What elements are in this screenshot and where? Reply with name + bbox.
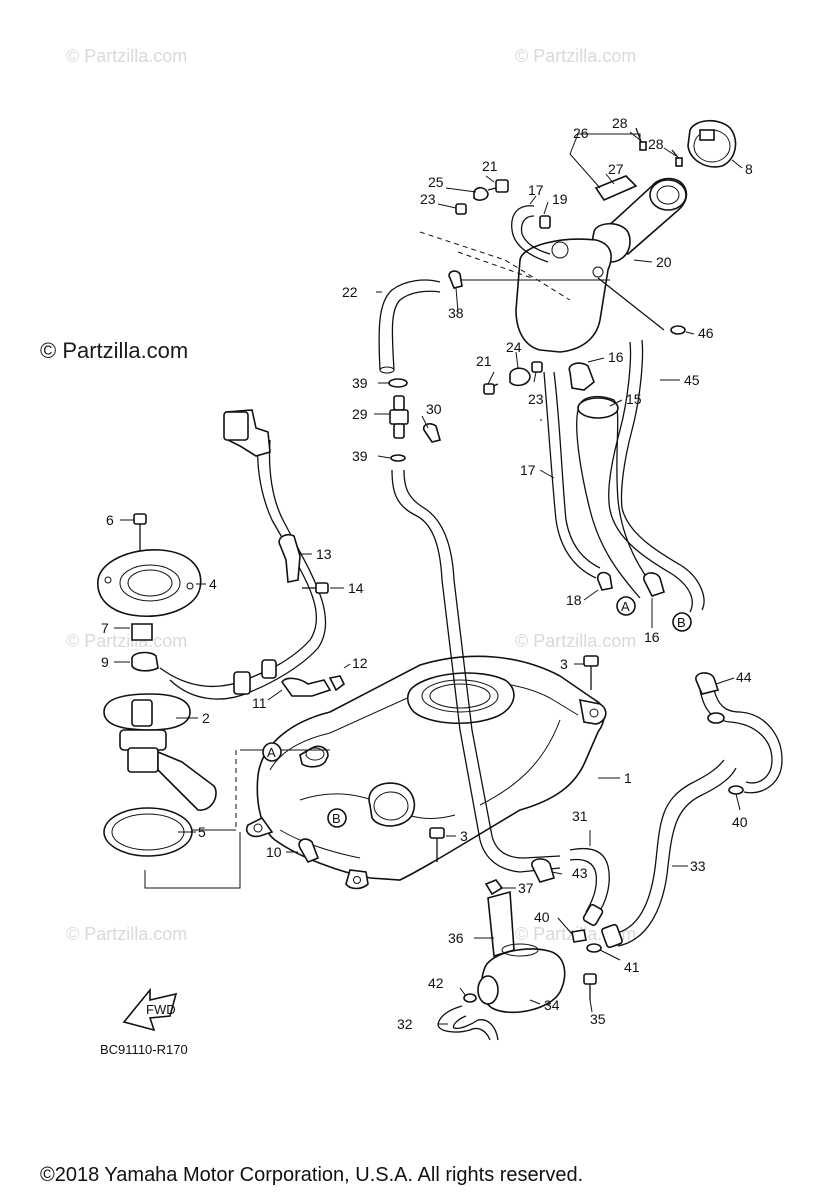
callout-5: 5	[198, 824, 206, 840]
callout-17b: 17	[528, 182, 544, 198]
callout-23a: 23	[420, 191, 436, 207]
clip-38	[448, 270, 463, 289]
callout-40b: 40	[534, 909, 550, 925]
callout-6: 6	[106, 512, 114, 528]
callout-17a: 17	[520, 462, 536, 478]
filler-neck-assembly	[455, 119, 737, 613]
callout-36: 36	[448, 930, 464, 946]
callout-3a: 3	[560, 656, 568, 672]
callout-26: 26	[573, 125, 589, 141]
callout-28a: 28	[612, 115, 628, 131]
watermark-mid-left: © Partzilla.com	[66, 631, 188, 651]
callout-29: 29	[352, 406, 368, 422]
fwd-arrow-icon: FWD	[122, 987, 178, 1032]
callout-16a: 16	[608, 349, 624, 365]
callout-31: 31	[572, 808, 588, 824]
callout-38: 38	[448, 305, 464, 321]
callout-10: 10	[266, 844, 282, 860]
callout-15: 15	[626, 391, 642, 407]
callout-34: 34	[544, 997, 560, 1013]
watermark-top-left: © Partzilla.com	[66, 46, 188, 66]
fwd-label: FWD	[146, 1002, 176, 1017]
watermark-main: © Partzilla.com	[40, 338, 189, 363]
callout-40a: 40	[732, 814, 748, 830]
callout-13: 13	[316, 546, 332, 562]
watermark-mid-right: © Partzilla.com	[515, 631, 637, 651]
callout-42: 42	[428, 975, 444, 991]
clip-10	[298, 838, 320, 864]
callout-16b: 16	[644, 629, 660, 645]
mark-a-neck: A	[621, 599, 630, 614]
callout-30: 30	[426, 401, 442, 417]
callout-leaders	[114, 131, 743, 1025]
diagram-code: BC91110-R170	[100, 1042, 188, 1057]
callout-46: 46	[698, 325, 714, 341]
callout-44: 44	[736, 669, 752, 685]
callout-45: 45	[684, 372, 700, 388]
copyright-footer: ©2018 Yamaha Motor Corporation, U.S.A. A…	[40, 1164, 584, 1186]
callout-11: 11	[252, 695, 267, 711]
connection-marks: A B A B	[262, 596, 692, 828]
callout-32: 32	[397, 1016, 413, 1032]
callout-37: 37	[518, 880, 534, 896]
mark-a-tank: A	[267, 745, 276, 760]
watermark-low-left: © Partzilla.com	[66, 924, 188, 944]
callout-39a: 39	[352, 375, 368, 391]
callout-8: 8	[745, 161, 753, 177]
fuel-feed-hose	[159, 409, 327, 700]
breather-hose	[378, 279, 561, 873]
callout-3b: 3	[460, 828, 468, 844]
callout-28b: 28	[648, 136, 664, 152]
callout-19: 19	[552, 191, 568, 207]
bolts-3	[429, 655, 599, 862]
callout-43: 43	[572, 865, 588, 881]
callout-21a: 21	[482, 158, 498, 174]
callout-33: 33	[690, 858, 706, 874]
callout-41: 41	[624, 959, 640, 975]
callout-1: 1	[624, 770, 632, 786]
clamp-11	[281, 677, 332, 697]
callout-39b: 39	[352, 448, 368, 464]
callout-12: 12	[352, 655, 368, 671]
mark-b-neck: B	[677, 615, 686, 630]
callout-9: 9	[101, 654, 109, 670]
callout-2: 2	[202, 710, 210, 726]
fuel-pump-assembly	[97, 513, 217, 857]
callout-25: 25	[428, 174, 444, 190]
guide-line-upper	[419, 231, 571, 301]
callout-14: 14	[348, 580, 364, 596]
mark-b-tank: B	[332, 811, 341, 826]
canister-assembly	[437, 672, 783, 1041]
callout-20: 20	[656, 254, 672, 270]
callout-21b: 21	[476, 353, 492, 369]
callout-22: 22	[342, 284, 358, 300]
callout-7: 7	[101, 620, 109, 636]
callout-23b: 23	[528, 391, 544, 407]
callout-18: 18	[566, 592, 582, 608]
callout-24: 24	[506, 339, 522, 355]
callout-35: 35	[590, 1011, 606, 1027]
callout-numbers: 1 2 3 3 4 5 6 7 8 9 10 11 12 13 14 15 16…	[101, 115, 753, 1032]
watermark-top-right: © Partzilla.com	[515, 46, 637, 66]
callout-4: 4	[209, 576, 217, 592]
clamp-13	[278, 533, 301, 583]
callout-27: 27	[608, 161, 624, 177]
